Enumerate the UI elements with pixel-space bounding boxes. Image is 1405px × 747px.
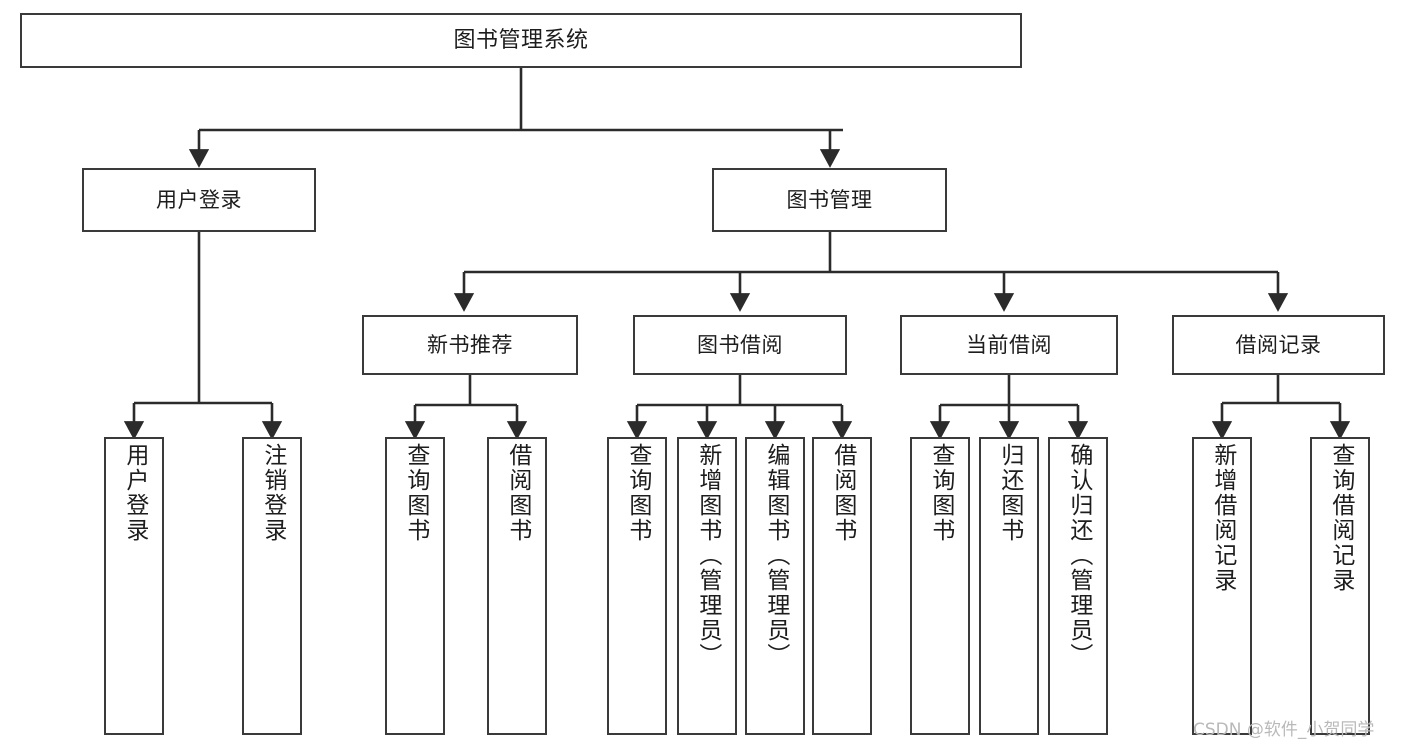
leaf-query-book-borrow[interactable]: 查询图书 xyxy=(607,437,667,735)
node-label: 归还图书 xyxy=(996,443,1023,543)
node-new-book-recommend[interactable]: 新书推荐 xyxy=(362,315,578,375)
leaf-add-book[interactable]: 新增图书（管理员） xyxy=(677,437,737,735)
node-label: 当前借阅 xyxy=(966,332,1052,357)
node-label: 图书管理系统 xyxy=(453,27,589,53)
node-label: 查询图书 xyxy=(402,443,429,543)
leaf-borrow-book-new-recommend[interactable]: 借阅图书 xyxy=(487,437,547,735)
node-label: 新增图书（管理员） xyxy=(694,443,721,668)
node-borrow-record[interactable]: 借阅记录 xyxy=(1172,315,1385,375)
leaf-logout-login[interactable]: 注销登录 xyxy=(242,437,302,735)
leaf-user-login[interactable]: 用户登录 xyxy=(104,437,164,735)
node-label: 确认归还（管理员） xyxy=(1065,443,1092,668)
leaf-add-borrow-record[interactable]: 新增借阅记录 xyxy=(1192,437,1252,735)
node-label: 查询借阅记录 xyxy=(1327,443,1354,593)
node-label: 查询图书 xyxy=(624,443,651,543)
leaf-return-book[interactable]: 归还图书 xyxy=(979,437,1039,735)
node-label: 用户登录 xyxy=(156,187,242,212)
node-label: 新增借阅记录 xyxy=(1209,443,1236,593)
node-label: 用户登录 xyxy=(121,443,148,543)
node-user-login[interactable]: 用户登录 xyxy=(82,168,316,232)
node-label: 借阅图书 xyxy=(829,443,856,543)
node-label: 新书推荐 xyxy=(427,332,513,357)
leaf-edit-book[interactable]: 编辑图书（管理员） xyxy=(745,437,805,735)
node-book-borrow[interactable]: 图书借阅 xyxy=(633,315,847,375)
node-label: 借阅图书 xyxy=(504,443,531,543)
node-current-borrow[interactable]: 当前借阅 xyxy=(900,315,1118,375)
leaf-borrow-book-borrow[interactable]: 借阅图书 xyxy=(812,437,872,735)
node-root-system[interactable]: 图书管理系统 xyxy=(20,13,1022,68)
node-label: 注销登录 xyxy=(259,443,286,543)
node-book-management[interactable]: 图书管理 xyxy=(712,168,947,232)
node-label: 图书借阅 xyxy=(697,332,783,357)
node-label: 查询图书 xyxy=(927,443,954,543)
node-label: 借阅记录 xyxy=(1235,332,1322,357)
leaf-query-book-current[interactable]: 查询图书 xyxy=(910,437,970,735)
leaf-query-borrow-record[interactable]: 查询借阅记录 xyxy=(1310,437,1370,735)
leaf-query-book-new-recommend[interactable]: 查询图书 xyxy=(385,437,445,735)
node-label: 编辑图书（管理员） xyxy=(762,443,789,668)
leaf-confirm-return[interactable]: 确认归还（管理员） xyxy=(1048,437,1108,735)
node-label: 图书管理 xyxy=(786,187,873,212)
